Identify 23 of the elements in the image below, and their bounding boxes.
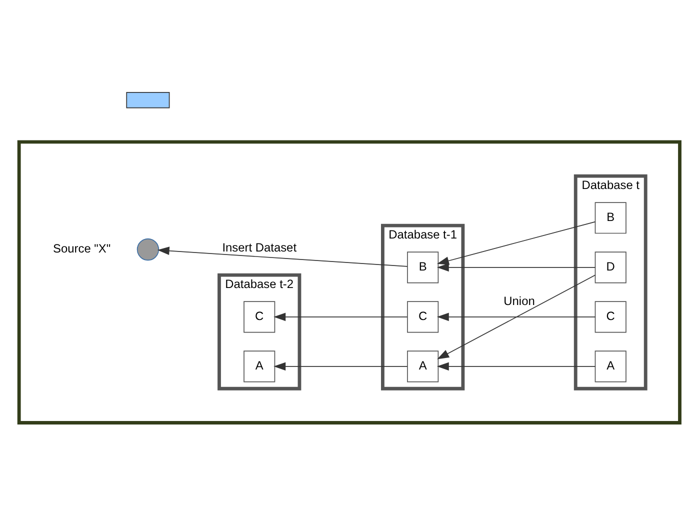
node-bar [126, 91, 170, 108]
arrow [436, 362, 596, 370]
arrow [437, 274, 596, 359]
arrow [436, 312, 596, 321]
node-box: B [407, 251, 439, 283]
node-circle [136, 238, 160, 260]
arrow [436, 220, 596, 264]
node-box: D [594, 251, 626, 283]
node-box: C [244, 300, 276, 332]
cluster [17, 140, 682, 424]
edge-label: Insert Dataset [222, 240, 297, 254]
node-box: A [244, 350, 276, 382]
node-box: A [407, 350, 439, 382]
node-label: Source "X" [53, 241, 111, 256]
edge-label: Union [504, 294, 535, 308]
node-box: C [407, 300, 439, 332]
node-box: C [594, 300, 626, 332]
node-box: A [594, 350, 626, 382]
arrow [157, 246, 408, 266]
node-box: B [594, 202, 626, 234]
arrow [436, 262, 596, 272]
arrow [274, 362, 408, 370]
arrow [274, 312, 408, 321]
